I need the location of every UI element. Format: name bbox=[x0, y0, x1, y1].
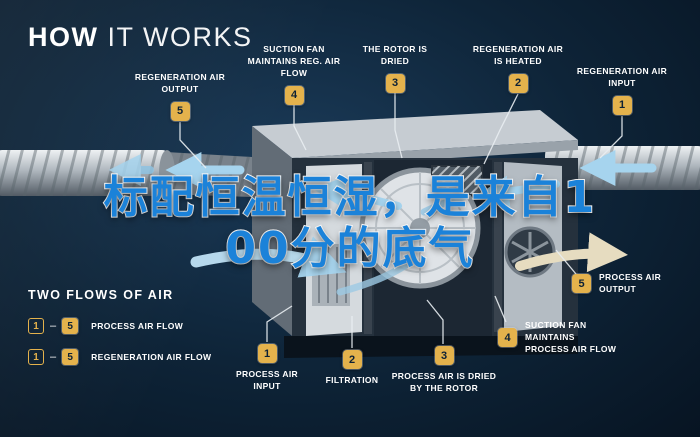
callout-number-badge: 3 bbox=[385, 73, 405, 93]
legend-badge-from: 1 bbox=[28, 318, 44, 334]
callout-number-badge: 5 bbox=[170, 101, 190, 121]
callout-number-badge: 5 bbox=[572, 274, 591, 294]
callout-label: REGENERATION AIR OUTPUT bbox=[134, 72, 226, 94]
title-light: IT WORKS bbox=[107, 22, 253, 52]
leader-lines bbox=[179, 93, 623, 348]
legend-dash: – bbox=[50, 319, 57, 332]
callout-process-air-input: 1 PROCESS AIR INPUT bbox=[232, 344, 302, 393]
callout-rotor-is-dried: THE ROTOR IS DRIED 3 bbox=[356, 44, 434, 93]
callout-label: THE ROTOR IS DRIED bbox=[362, 44, 428, 66]
callout-label: PROCESS AIR OUTPUT bbox=[599, 272, 662, 294]
air-flow-arrows bbox=[108, 150, 657, 296]
callout-suction-fan-reg: SUCTION FAN MAINTAINS REG. AIR FLOW 4 bbox=[246, 44, 342, 105]
legend-badge-from: 1 bbox=[28, 349, 44, 365]
page-title: HOW IT WORKS bbox=[28, 22, 253, 53]
title-bold: HOW bbox=[28, 22, 99, 52]
legend-heading: TWO FLOWS OF AIR bbox=[28, 288, 174, 302]
callout-number-badge: 4 bbox=[498, 328, 517, 348]
callout-label: REGENERATION AIR IS HEATED bbox=[472, 44, 564, 66]
callout-number-badge: 1 bbox=[612, 95, 632, 115]
chinese-overlay-text: 标配恒温恒湿，是来自1 00分的底气 bbox=[0, 171, 700, 275]
callout-label: SUCTION FAN MAINTAINS PROCESS AIR FLOW bbox=[525, 320, 617, 354]
callout-process-air-dried: 3 PROCESS AIR IS DRIED BY THE ROTOR bbox=[388, 346, 500, 395]
callout-number-badge: 3 bbox=[434, 346, 454, 365]
legend-row-process-air-flow: 1 – 5 PROCESS AIR FLOW bbox=[28, 318, 211, 334]
callout-process-air-output: 5 PROCESS AIR OUTPUT bbox=[572, 272, 679, 296]
overlay-line-1: 标配恒温恒湿，是来自1 bbox=[103, 171, 597, 224]
overlay-line-2: 00分的底气 bbox=[224, 222, 475, 275]
heater-grille bbox=[431, 165, 483, 195]
callout-suction-fan-process: 4 SUCTION FAN MAINTAINS PROCESS AIR FLOW bbox=[498, 320, 619, 356]
callout-number-badge: 1 bbox=[257, 344, 277, 363]
callout-number-badge: 2 bbox=[342, 350, 362, 369]
legend-badge-to: 5 bbox=[62, 349, 79, 365]
callout-regeneration-air-heated: REGENERATION AIR IS HEATED 2 bbox=[468, 44, 568, 93]
callout-regeneration-air-input: REGENERATION AIR INPUT 1 bbox=[576, 66, 668, 115]
callout-label: PROCESS AIR INPUT bbox=[235, 369, 299, 391]
callout-label: FILTRATION bbox=[325, 375, 379, 385]
callout-number-badge: 2 bbox=[508, 73, 528, 93]
callout-filtration: 2 FILTRATION bbox=[312, 350, 392, 387]
legend-badge-to: 5 bbox=[62, 318, 79, 334]
legend-label: PROCESS AIR FLOW bbox=[91, 321, 184, 331]
legend: TWO FLOWS OF AIR 1 – 5 PROCESS AIR FLOW … bbox=[28, 288, 211, 380]
callout-label: PROCESS AIR IS DRIED BY THE ROTOR bbox=[391, 371, 497, 393]
callout-number-badge: 4 bbox=[284, 85, 304, 105]
callout-regeneration-air-output: REGENERATION AIR OUTPUT 5 bbox=[128, 72, 232, 121]
callout-label: REGENERATION AIR INPUT bbox=[576, 66, 668, 88]
legend-row-regeneration-air-flow: 1 – 5 REGENERATION AIR FLOW bbox=[28, 349, 211, 365]
callout-label: SUCTION FAN MAINTAINS REG. AIR FLOW bbox=[247, 44, 341, 78]
legend-dash: – bbox=[50, 350, 57, 363]
legend-label: REGENERATION AIR FLOW bbox=[91, 352, 212, 362]
